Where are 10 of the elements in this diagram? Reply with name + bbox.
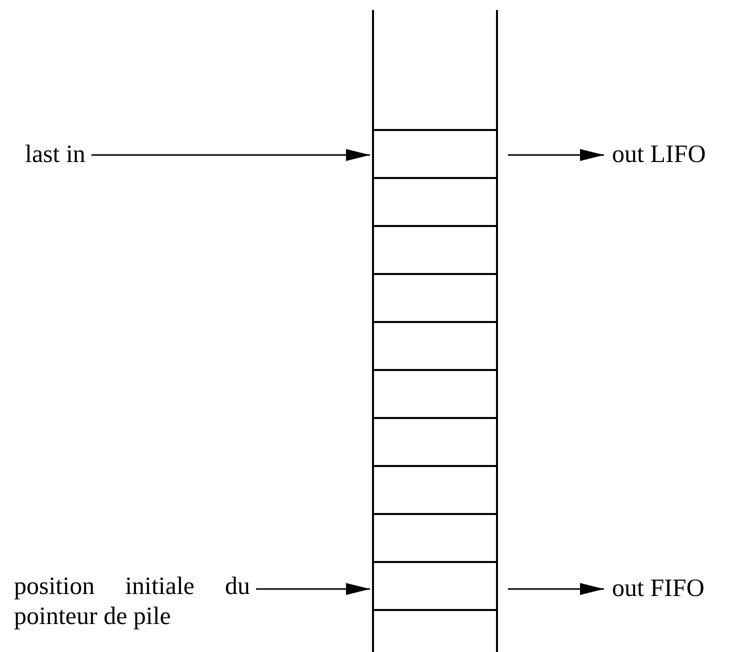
arrow — [256, 583, 370, 595]
pointer-label: position initiale du pointeur de pile — [14, 572, 250, 632]
input-label: last in — [25, 140, 86, 170]
arrow — [508, 583, 604, 595]
stack-column — [372, 10, 498, 652]
stack-slot — [374, 561, 496, 611]
arrow — [508, 149, 604, 161]
output-label: out LIFO — [612, 140, 706, 170]
output-label: out FIFO — [612, 574, 704, 604]
arrow — [91, 149, 370, 161]
